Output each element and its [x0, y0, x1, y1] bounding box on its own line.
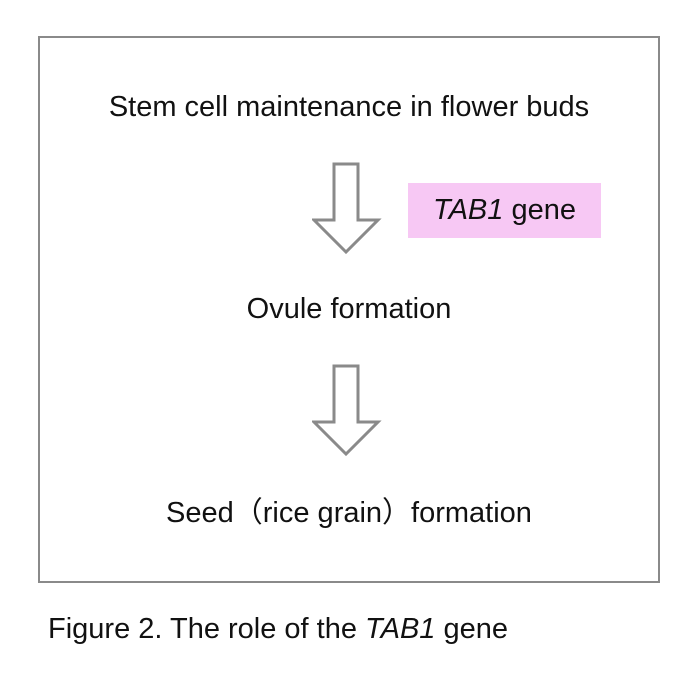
- down-arrow-2: [312, 364, 382, 457]
- caption-gene: TAB1: [365, 613, 436, 645]
- step-stem-cell-maintenance: Stem cell maintenance in flower buds: [108, 91, 590, 123]
- diagram-frame: [38, 36, 660, 583]
- gene-name: TAB1: [433, 194, 504, 226]
- gene-label-box: TAB1 gene: [408, 183, 601, 238]
- gene-suffix: gene: [503, 194, 576, 226]
- figure-caption: Figure 2. The role of the TAB1 gene: [48, 612, 508, 646]
- down-arrow-1-shape: [312, 162, 382, 255]
- down-arrow-2-shape: [312, 364, 382, 457]
- step-ovule-formation: Ovule formation: [246, 293, 452, 325]
- caption-suffix: gene: [435, 613, 509, 645]
- caption-prefix: Figure 2. The role of the: [48, 613, 366, 645]
- step-seed-formation: Seed（rice grain）formation: [166, 497, 532, 529]
- down-arrow-1: [312, 162, 382, 255]
